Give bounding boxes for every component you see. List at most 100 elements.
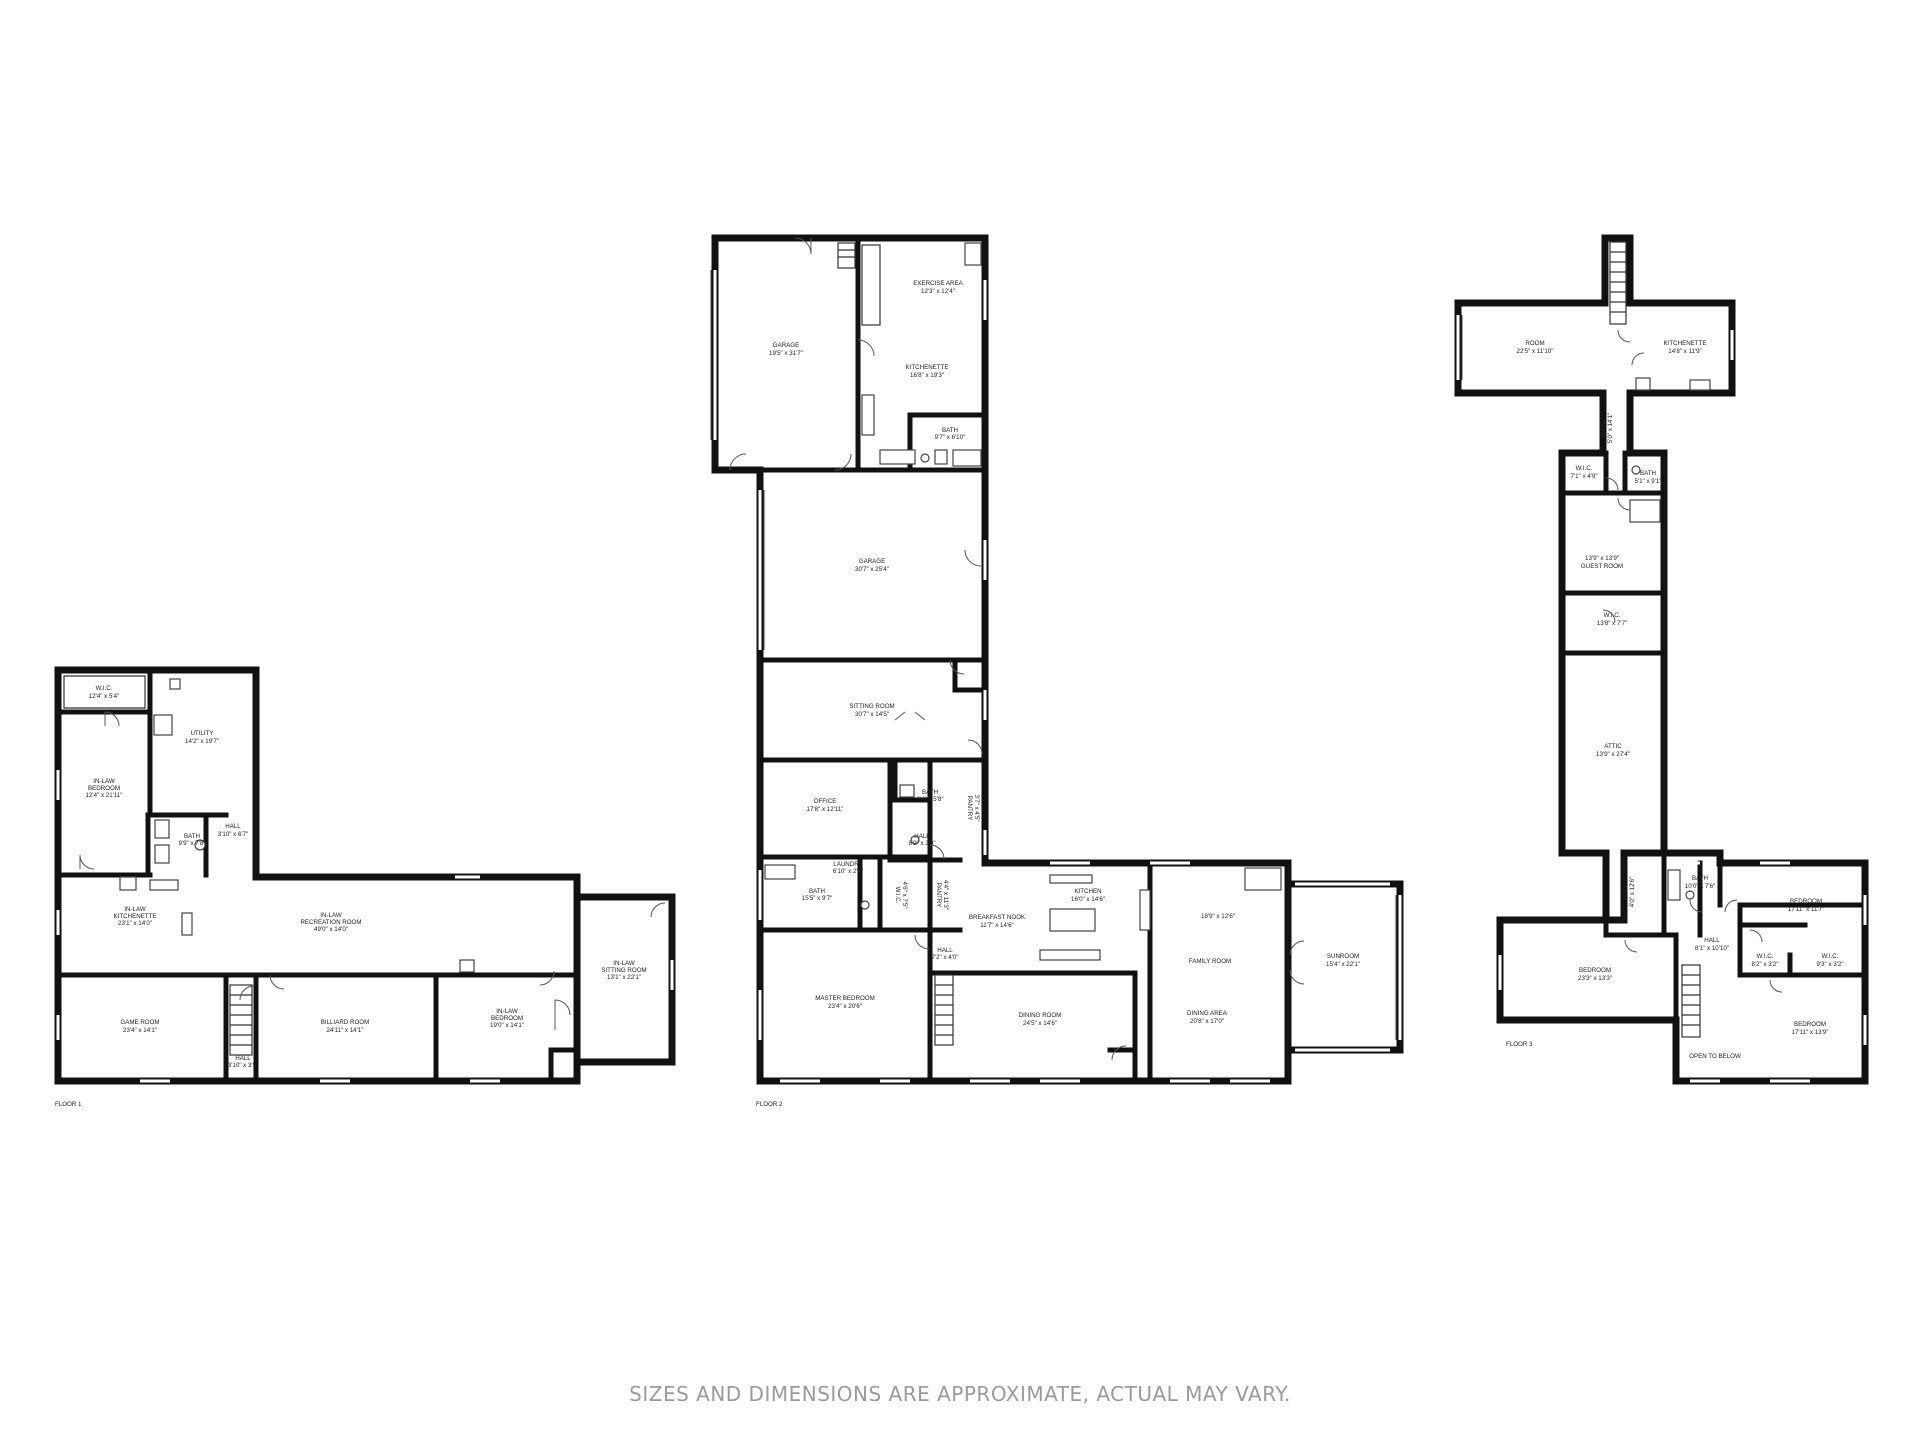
floor3-windows [1456,315,1867,1083]
f3-bedroom2-dim: 23'3" x 13'3" [1578,975,1612,982]
f1-utility-dim: 14'2" x 19'7" [185,738,219,745]
floor1-windows [56,770,674,1083]
f1-hall-dim: 3'10" x 6'7" [218,831,249,838]
f2-bath1-dim: 9'7" x 6'10" [935,434,966,441]
f2-garage1-name: GARAGE [773,342,799,349]
floor1-wic-outline [63,675,146,709]
f2-laundry-name: LAUNDRY [833,861,862,868]
floor-2: GARAGE 19'5" x 31'7" EXERCISE AREA 12'3"… [710,234,1404,1108]
floor1-fixtures [119,678,475,973]
floor3-stairs [1609,241,1701,1038]
f1-bedroom-name2: BEDROOM [88,785,120,792]
f3-bath1-dim: 5'1" x 9'1" [1634,478,1661,485]
f2-sunroom-dim: 15'4" x 22'1" [1326,961,1360,968]
floor1-doors [79,711,666,1030]
f3-guest-name: GUEST ROOM [1581,563,1623,570]
f1-bedroom-dim: 12'4" x 21'11" [86,792,123,799]
f1-billiard-name: BILLIARD ROOM [321,1019,369,1026]
f2-pantry1-dim: 3'7" x 4'5" [973,794,980,821]
f2-nook-dim: 11'7" x 14'6" [980,922,1013,929]
f2-bath3-name: BATH [809,888,825,895]
f1-hall-name: HALL [225,823,241,830]
f2-garage2-dim: 30'7" x 25'4" [855,566,889,573]
f2-sitting-name: SITTING ROOM [849,703,894,710]
floor-3: ROOM 22'5" x 11'10" KITCHENETTE 14'8" x … [1454,234,1869,1085]
f1-wic-dim: 12'4" x 5'4" [89,693,120,700]
f2-sunroom-name: SUNROOM [1327,953,1359,960]
floor1-label: FLOOR 1 [55,1101,82,1108]
f3-wic4-dim: 9'3" x 3'2" [1816,961,1843,968]
f2-pantry2-dim: 4'4" x 11'3" [942,880,949,910]
f3-bedroom2-name: BEDROOM [1579,967,1611,974]
f3-room-dim: 22'5" x 11'10" [1517,348,1554,355]
f2-diningarea-name: DINING AREA [1187,1010,1228,1017]
f2-sitting-dim: 30'7" x 14'5" [855,711,889,718]
floor2-interior-walls [712,235,1153,1084]
floor3-label: FLOOR 3 [1506,1041,1533,1048]
f3-wic1-name: W.I.C. [1576,465,1593,472]
f2-pantry1-name: PANTRY [966,796,973,821]
f3-wic3-name: W.I.C. [1757,953,1774,960]
f1-kitchenette-dim: 23'1" x 14'0" [118,920,152,927]
f1-bath-name: BATH [184,833,200,840]
floor2-stairs [837,242,954,1046]
floor3-outer-walls [1454,234,1869,1085]
f2-kitchenette-name: KITCHENETTE [906,364,949,371]
f2-exercise-name: EXERCISE AREA [913,280,963,287]
floor2-windows [710,270,1402,1083]
f2-bath2-name: BATH [922,789,938,796]
f2-office-name: OFFICE [814,798,837,805]
f1-bedroom2-name2: BEDROOM [491,1015,523,1022]
f1-kitchenette-name: IN-LAW [124,906,146,913]
f3-bedroom3-name: BEDROOM [1794,1021,1826,1028]
f2-garage1-dim: 19'5" x 31'7" [769,350,803,357]
f3-bath2-name: BATH [1692,875,1708,882]
f3-wic3-dim: 8'2" x 3'2" [1751,961,1778,968]
floor2-label: FLOOR 2 [756,1101,783,1108]
f1-recreation-name2: RECREATION ROOM [300,919,361,926]
f1-recreation-dim: 49'0" x 14'0" [314,926,348,933]
f1-bath-dim: 9'9" x 7'8" [178,840,205,847]
f3-bedroom1-name: BEDROOM [1790,898,1822,905]
f3-open-below: OPEN TO BELOW [1689,1053,1741,1060]
f2-hall2-dim: 7'2" x 4'0" [931,954,958,961]
f3-bath2-dim: 10'0" x 7'6" [1685,883,1716,890]
floor3-interior-walls [1559,450,1868,1023]
f3-hall1-dim: 5'0" x 14'1" [1607,413,1614,444]
f2-bath2-dim: 6'4" x 5'8" [916,796,943,803]
f2-nook-name: BREAKFAST NOOK [969,914,1026,921]
floor2-fixtures [764,242,1282,961]
f2-garage2-name: GARAGE [859,558,885,565]
f1-bedroom2-name: IN-LAW [496,1008,518,1015]
f1-recreation-name: IN-LAW [320,912,342,919]
f2-kitchenette-dim: 16'8" x 19'3" [910,372,944,379]
f3-bedroom1-dim: 17'11" x 11'7" [1788,906,1824,913]
disclaimer-text: SIZES AND DIMENSIONS ARE APPROXIMATE, AC… [629,1382,1291,1406]
f3-hall2-name: HALL [1622,884,1629,900]
floor3-doors [1602,329,1783,993]
f3-hall3-dim: 8'1" x 10'10" [1695,945,1729,952]
f1-hall2-name: HALL [235,1055,251,1062]
floor2-labels: GARAGE 19'5" x 31'7" EXERCISE AREA 12'3"… [756,280,1360,1108]
f3-attic-dim: 13'9" x 27'4" [1596,751,1630,758]
f3-guest-dim: 13'9" x 13'9" [1585,555,1619,562]
f1-sitting-name: IN-LAW [613,960,635,967]
f2-dining-dim: 24'5" x 14'6" [1023,1020,1057,1027]
f2-hall2-name: HALL [937,947,953,954]
floor3-labels: ROOM 22'5" x 11'10" KITCHENETTE 14'8" x … [1506,340,1844,1060]
f3-wic2-dim: 13'8" x 7'7" [1597,620,1628,627]
f3-kitchenette-dim: 14'8" x 11'9" [1668,348,1701,355]
f2-dining-name: DINING ROOM [1019,1012,1062,1019]
floor1-stairs [229,984,253,1056]
f1-bedroom2-dim: 19'0" x 14'1" [490,1022,524,1029]
floor3-fixtures [1629,377,1711,901]
f3-hall1-name: HALL [1600,420,1607,436]
f2-office-dim: 17'8" x 12'11" [807,806,844,813]
f2-master-name: MASTER BEDROOM [815,995,874,1002]
f1-sitting-dim: 13'1" x 22'1" [607,974,641,981]
f1-kitchenette-name2: KITCHENETTE [114,913,157,920]
f2-bath1-name: BATH [942,427,958,434]
f1-game-dim: 23'4" x 14'1" [123,1027,157,1034]
f3-room-name: ROOM [1525,340,1544,347]
f2-family-name: FAMILY ROOM [1189,958,1231,965]
